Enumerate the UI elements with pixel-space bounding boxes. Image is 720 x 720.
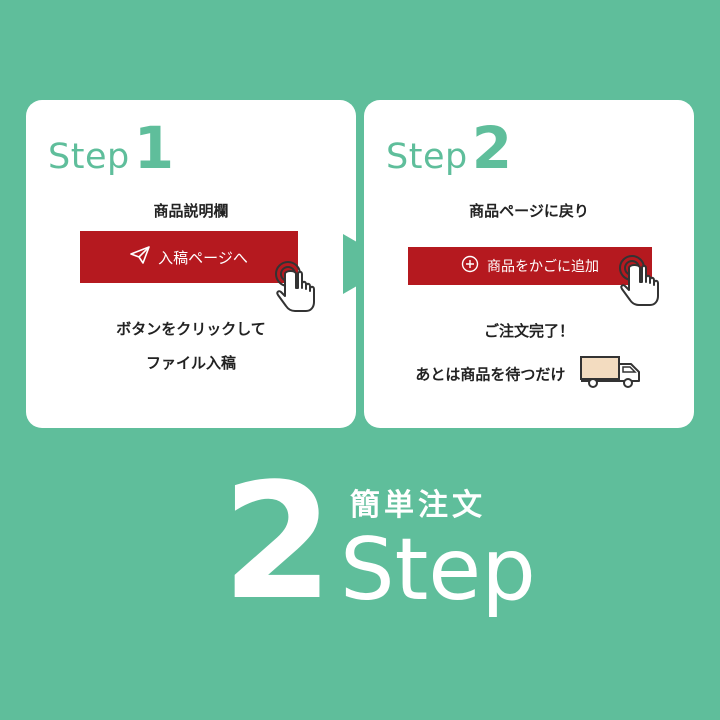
step2-word: Step: [386, 137, 468, 177]
plus-circle-icon: [461, 255, 479, 277]
step2-title: 商品ページに戻り: [469, 202, 589, 220]
add-to-cart-button-label: 商品をかごに追加: [487, 259, 599, 275]
step2-description-line2: あとは商品を待つだけ: [415, 365, 566, 384]
bottom-subtitle: 簡単注文: [350, 488, 486, 523]
add-to-cart-button[interactable]: 商品をかごに追加: [408, 247, 652, 285]
bottom-step-count: 2: [222, 448, 334, 635]
step1-description-line1: ボタンをクリックして: [116, 320, 266, 338]
step1-word: Step: [48, 137, 130, 177]
step1-number: 1: [133, 114, 175, 182]
step1-heading: Step1: [48, 114, 174, 182]
step1-description-line2: ファイル入稿: [145, 354, 236, 372]
step2-heading: Step2: [386, 114, 512, 182]
step2-description-line2-row: あとは商品を待つだけ: [364, 354, 694, 394]
pointing-hand-icon: [618, 252, 666, 312]
step2-number: 2: [471, 114, 513, 182]
step2-card: Step2 商品ページに戻り 商品をかごに追加 ご注文完了！ あとは商品を待つだ…: [364, 100, 694, 428]
bottom-step-word: Step: [340, 520, 536, 620]
pointing-hand-icon: [274, 258, 322, 318]
step2-description-line1: ご注文完了！: [483, 322, 574, 340]
upload-page-button[interactable]: 入稿ページへ: [80, 231, 298, 283]
paper-plane-icon: [130, 246, 150, 268]
truck-icon: [579, 354, 643, 394]
step1-card: Step1 商品説明欄 入稿ページへ ボタンをクリックして ファイル入稿: [26, 100, 356, 428]
upload-page-button-label: 入稿ページへ: [158, 248, 248, 267]
step1-title: 商品説明欄: [153, 202, 229, 220]
